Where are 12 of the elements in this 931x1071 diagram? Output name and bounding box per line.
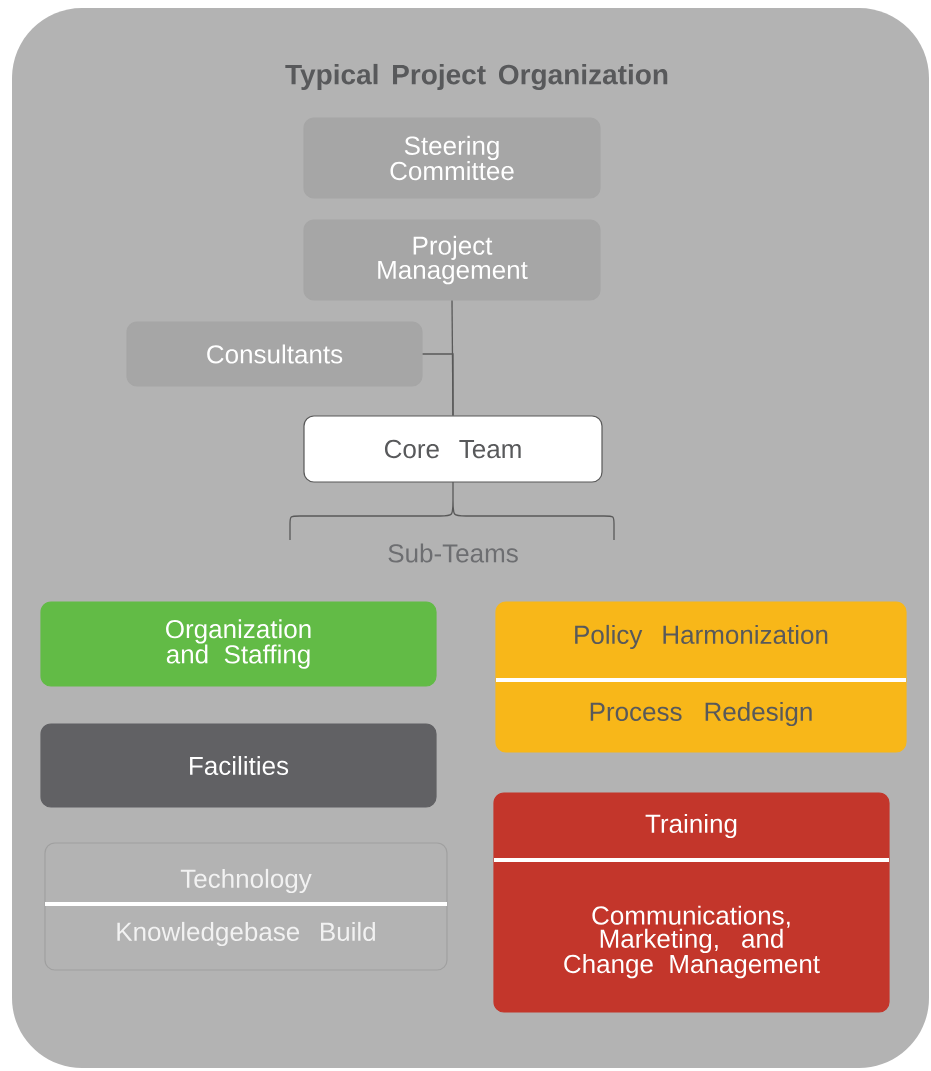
connector-line bbox=[421, 353, 454, 417]
brace-label: Sub-Teams bbox=[388, 543, 518, 563]
team-box: Consultants bbox=[126, 321, 423, 387]
team-box: Training Communications, Marketing, and Change Management bbox=[493, 792, 890, 1013]
team-box: Technology Knowledgebase Build bbox=[44, 842, 448, 971]
core-team-box: Core Team bbox=[303, 415, 603, 483]
team-box: Project Management bbox=[303, 219, 601, 301]
team-box: Organization and Staffing bbox=[40, 601, 437, 687]
title: Typical Project Organization bbox=[285, 63, 668, 91]
team-box: Steering Committee bbox=[303, 117, 601, 199]
team-box: Facilities bbox=[40, 723, 437, 808]
team-box: Policy Harmonization Process Redesign bbox=[495, 601, 907, 753]
